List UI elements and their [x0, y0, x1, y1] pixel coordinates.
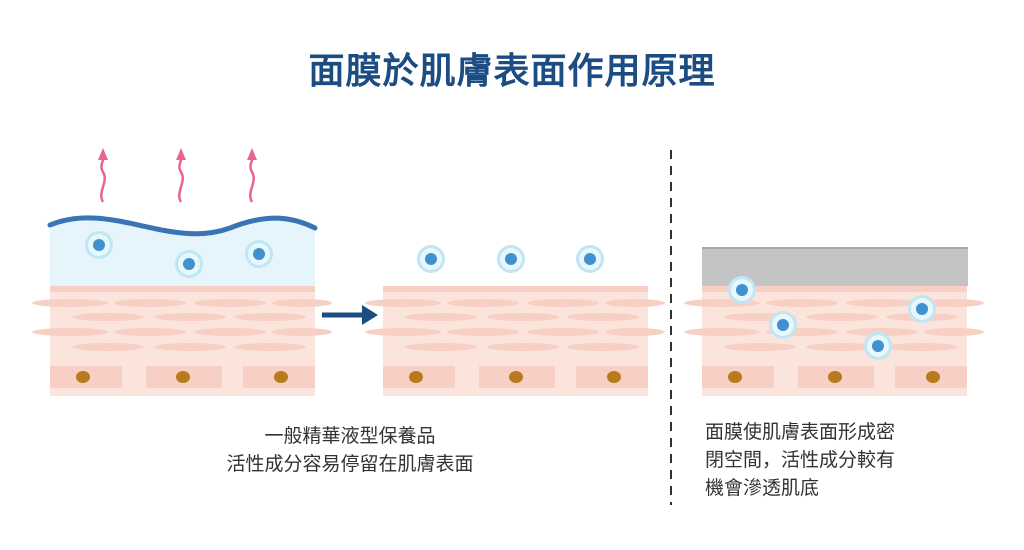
- active-ingredient-particle: [85, 231, 113, 259]
- caption-line: 面膜使肌膚表面形成密: [705, 421, 896, 443]
- caption-line: 活性成分容易停留在肌膚表面: [226, 453, 474, 475]
- panel-mask: [684, 247, 984, 396]
- active-ingredient-particle: [576, 245, 604, 273]
- caption-line: 機會滲透肌底: [705, 477, 820, 499]
- active-ingredient-particle: [497, 245, 525, 273]
- serum-surface-line: [47, 215, 318, 237]
- skin-layer: [365, 286, 665, 396]
- panel-serum: [32, 146, 332, 396]
- caption-serum: 一般精華液型保養品 活性成分容易停留在肌膚表面: [180, 422, 520, 478]
- evaporation-arrow-icon: [174, 146, 188, 204]
- caption-line: 一般精華液型保養品: [264, 425, 436, 447]
- active-ingredient-particle: [175, 250, 203, 278]
- right-arrow-icon: [322, 305, 378, 325]
- page-title: 面膜於肌膚表面作用原理: [308, 51, 716, 92]
- evaporation-arrow-icon: [245, 146, 259, 204]
- skin-layer: [684, 286, 984, 396]
- active-ingredient-particle: [908, 295, 936, 323]
- active-ingredient-particle: [769, 311, 797, 339]
- evaporation-arrow-icon: [96, 146, 110, 204]
- caption-mask: 面膜使肌膚表面形成密 閉空間，活性成分較有 機會滲透肌底: [705, 418, 965, 502]
- panel-surface: [365, 245, 665, 396]
- skin-layer: [32, 286, 332, 396]
- active-ingredient-particle: [245, 240, 273, 268]
- caption-line: 閉空間，活性成分較有: [705, 449, 896, 471]
- active-ingredient-particle: [728, 276, 756, 304]
- active-ingredient-particle: [864, 332, 892, 360]
- active-ingredient-particle: [417, 245, 445, 273]
